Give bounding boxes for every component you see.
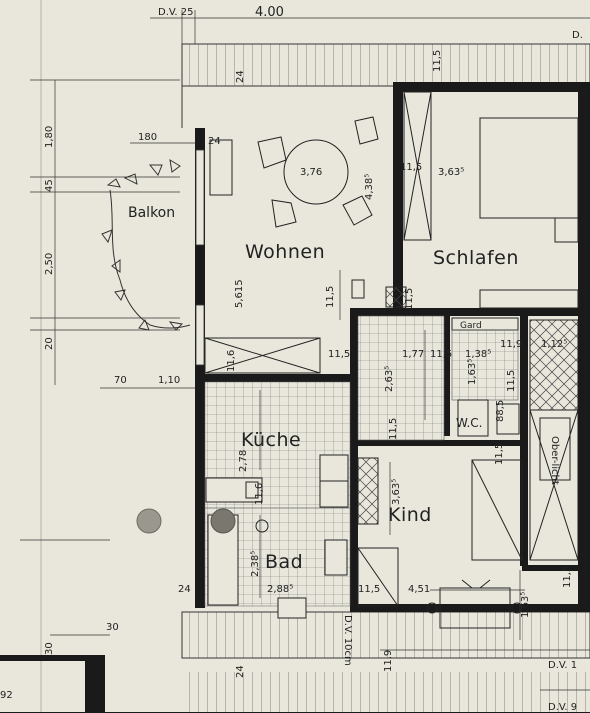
hallway-stairs [357, 315, 445, 441]
dim-24-bottom: 24 [235, 665, 246, 678]
dim-112: 1,12⁵ [541, 339, 567, 350]
dim-30b: 30 [44, 642, 55, 655]
top-balcony [181, 43, 590, 128]
dim-kind-363: 3,63⁵ [391, 479, 402, 505]
dim-119-bottom: 11,9 [383, 650, 394, 672]
room-label-bad: Bad [265, 551, 303, 573]
dim-top-width: 4.00 [255, 5, 284, 20]
dim-kueche-278: 2,78 [238, 450, 249, 472]
schlafen-furniture [403, 91, 579, 309]
room-label-schlafen: Schlafen [433, 247, 519, 269]
room-label-balkon: Balkon [128, 205, 175, 221]
oberlicht-area [529, 319, 579, 561]
dim-138: 1,38⁵ [465, 349, 491, 360]
dim-115-kindtop: 11,5 [494, 443, 505, 465]
dim-115-mid: 11,5 [325, 286, 336, 308]
windows [195, 149, 205, 366]
dim-dv9: D.V. 9 [548, 702, 577, 713]
dim-left-20: 20 [44, 337, 55, 350]
dim-116-b: 11,6 [254, 483, 265, 505]
dim-115-kind: 11,5 [358, 584, 380, 595]
dim-180: 180 [138, 132, 157, 143]
dim-70: 70 [114, 375, 127, 386]
punch-hole-right [210, 508, 236, 534]
room-label-gard: Gard [460, 321, 482, 331]
dim-115-right: 11,5 [562, 566, 573, 588]
dim-kind-163: 1,63⁵ [520, 592, 531, 618]
dim-bad-h: 2,38⁵ [250, 551, 261, 577]
dim-round-table: 3,76 [300, 167, 322, 178]
dim-163: 1,63⁵ [467, 359, 478, 385]
dim-115-top: 11,5 [432, 50, 443, 72]
dim-dv1: D.V. 1 [548, 660, 577, 671]
dim-115-c: 11,5 [506, 370, 517, 392]
dim-left-45: 45 [44, 179, 55, 192]
room-label-kueche: Küche [241, 429, 301, 451]
dim-left-250: 2,50 [44, 253, 55, 275]
dim-92: 92 [0, 690, 13, 701]
dim-top-right: D. [572, 30, 583, 41]
room-label-oberlicht: Ober-licht [549, 436, 560, 485]
dim-119: 11,9 [500, 339, 522, 350]
dim-24-left: 24 [208, 136, 221, 147]
wohnen-furniture [204, 116, 407, 374]
walls [195, 82, 590, 612]
dim-dv-top: D.V. 25 [158, 7, 194, 18]
dim-hall-263: 2,63⁵ [384, 366, 395, 392]
kueche-area [204, 381, 351, 509]
balcony-plant-drawing [101, 159, 191, 331]
dim-115-hall: 11,5 [328, 349, 350, 360]
dim-115-schl: 11,5 [404, 288, 415, 310]
wc-area [451, 317, 520, 437]
dim-bad-w: 2,88⁵ [267, 584, 293, 595]
dim-116: 11,6 [226, 350, 237, 372]
dim-schlafen-width: 3,63⁵ [438, 167, 464, 178]
kind-furniture [357, 457, 523, 629]
dim-885: 88,5 [495, 400, 506, 422]
dimension-lines [20, 10, 590, 691]
dim-24-top: 24 [235, 70, 246, 83]
dim-24-left-bottom: 24 [178, 584, 191, 595]
dim-110: 1,10 [158, 375, 180, 386]
room-label-wohnen: Wohnen [245, 241, 325, 263]
dim-left-180: 1,80 [44, 126, 55, 148]
dim-115-kitchen: 11,5 [388, 418, 399, 440]
dim-schlafen-115: 11,5 [400, 162, 422, 173]
dim-115-b: 11,5 [430, 349, 452, 360]
dim-177: 1,77 [402, 349, 424, 360]
dim-30: 30 [106, 622, 119, 633]
room-label-wc: W.C. [456, 416, 483, 430]
dim-wohnen-height: 5,615 [234, 279, 245, 308]
dim-wohnen-438: 4,38⁵ [364, 174, 375, 200]
punch-hole-left [136, 508, 162, 534]
dim-kind-451: 4,51 [408, 584, 430, 595]
room-label-kind: Kind [388, 504, 432, 526]
dim-dv-10cm: D.V. 10cm [342, 615, 353, 666]
